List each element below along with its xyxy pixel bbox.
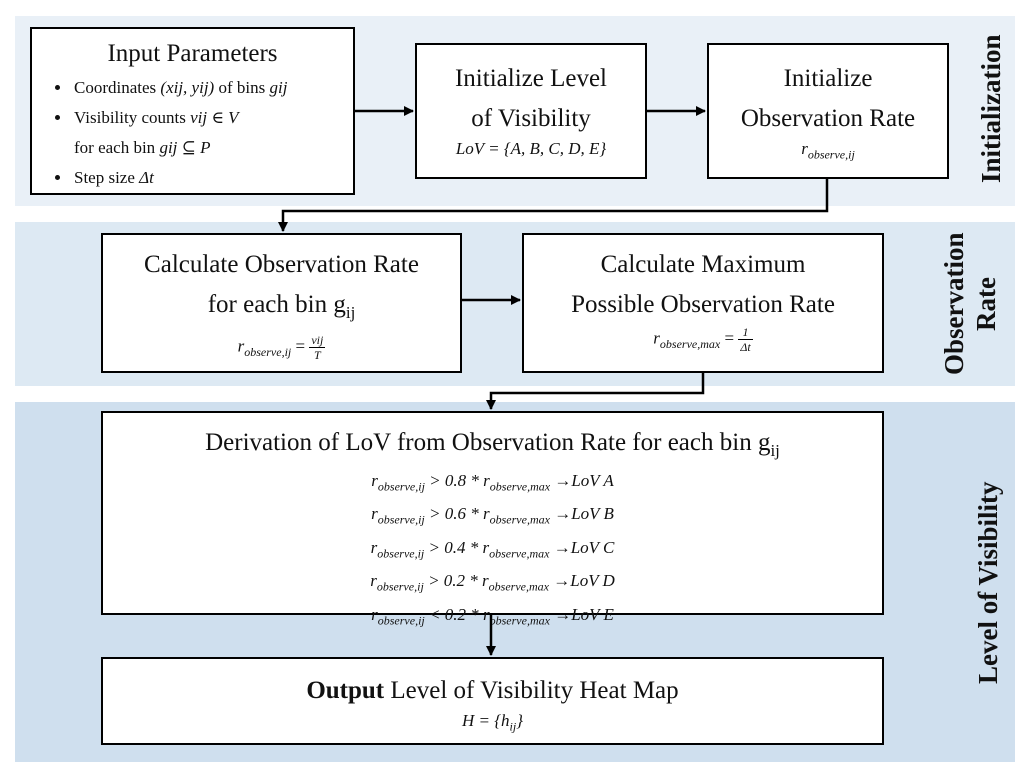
calc-obs-title-2: for each bin gij (207, 291, 356, 322)
input-parameters-box: Input Parameters Coordinates (xij, yij) … (30, 27, 355, 195)
list-item: Step size Δt (72, 163, 353, 193)
observe-rate-symbol: robserve,ij (801, 139, 855, 162)
output-box: Output Level of Visibility Heat Map H = … (101, 657, 884, 745)
input-parameters-title: Input Parameters (107, 40, 278, 67)
initialize-obs-title-1: Initialize (783, 65, 873, 92)
derivation-title: Derivation of LoV from Observation Rate … (205, 429, 780, 460)
list-item: Coordinates (xij, yij) of bins gij (72, 73, 353, 103)
initialize-observation-rate-box: Initialize Observation Rate robserve,ij (707, 43, 949, 179)
initialize-lov-title-2: of Visibility (471, 105, 591, 132)
arrow-init-to-calc (278, 179, 829, 232)
arrow-max-to-derivation (486, 373, 705, 410)
initialize-lov-title-1: Initialize Level (454, 65, 607, 92)
initialize-obs-title-2: Observation Rate (740, 105, 916, 132)
derivation-rule: robserve,ij < 0.2 * robserve,max →LoV E (371, 604, 614, 627)
derivation-rule: robserve,ij > 0.8 * robserve,max →LoV A (371, 471, 614, 494)
input-parameters-list: Coordinates (xij, yij) of bins gij Visib… (32, 73, 353, 193)
derivation-rule: robserve,ij > 0.4 * robserve,max →LoV C (370, 537, 615, 561)
calculate-observation-rate-box: Calculate Observation Rate for each bin … (101, 233, 462, 373)
derivation-rule: robserve,ij > 0.6 * robserve,max →LoV B (371, 504, 614, 527)
calc-obs-title-1: Calculate Observation Rate (144, 251, 419, 278)
output-title: Output Level of Visibility Heat Map (306, 677, 679, 704)
derivation-rule: robserve,ij > 0.2 * robserve,max →LoV D (370, 571, 615, 594)
heat-map-set: H = {hij} (461, 711, 524, 734)
derivation-rules: robserve,ij > 0.8 * robserve,max →LoV A r… (103, 467, 882, 634)
calculate-maximum-rate-box: Calculate Maximum Possible Observation R… (522, 233, 884, 373)
derivation-box: Derivation of LoV from Observation Rate … (101, 411, 884, 627)
calc-max-title-1: Calculate Maximum (600, 251, 806, 278)
initialize-lov-box: Initialize Level of Visibility LoV = {A,… (415, 43, 647, 179)
lov-set: LoV = {A, B, C, D, E} (455, 139, 607, 158)
calc-max-title-2: Possible Observation Rate (571, 291, 835, 318)
